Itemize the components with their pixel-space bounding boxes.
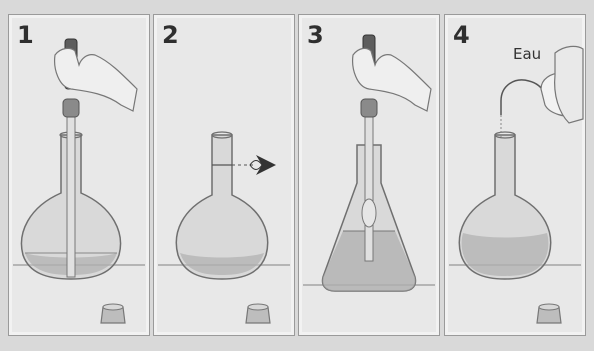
step-1-illustration bbox=[9, 15, 149, 335]
panel-4: 4 Eau bbox=[444, 14, 586, 336]
eye-icon bbox=[256, 155, 276, 175]
panel-2: 2 bbox=[153, 14, 295, 336]
pipette bbox=[67, 107, 75, 277]
wash-bottle-tube bbox=[501, 80, 545, 115]
step-4-illustration bbox=[445, 15, 585, 335]
step-2-illustration bbox=[154, 15, 294, 335]
pipette bbox=[365, 107, 373, 261]
step-3-illustration bbox=[299, 15, 439, 335]
panel-3: 3 bbox=[298, 14, 440, 336]
panel-1: 1 bbox=[8, 14, 150, 336]
